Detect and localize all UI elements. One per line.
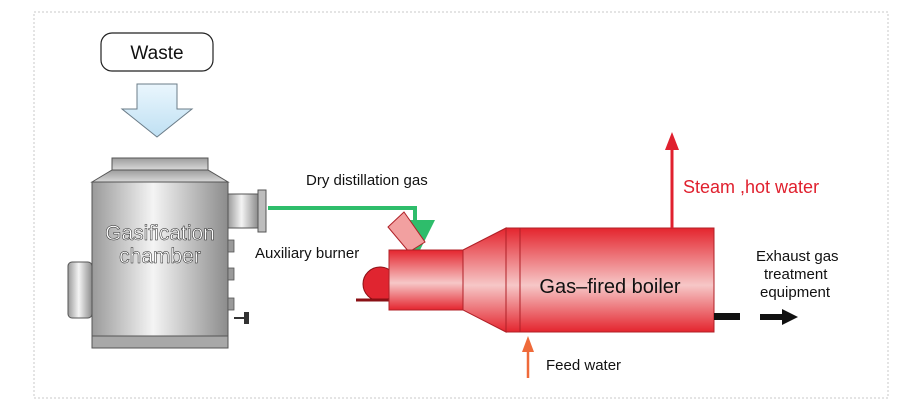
gasification-label-line2: chamber — [119, 245, 201, 268]
feed-water-arrow — [522, 336, 534, 378]
exhaust-pipe — [714, 313, 740, 320]
auxiliary-burner — [356, 211, 464, 311]
waste-inlet-arrow — [120, 83, 194, 138]
gas-fired-boiler: Gas–fired boiler — [462, 227, 715, 333]
feed-water-label: Feed water — [546, 357, 621, 374]
steam-label: Steam ,hot water — [683, 177, 819, 197]
gasification-label-line1: Gasification — [105, 222, 215, 245]
boiler-label: Gas–fired boiler — [539, 276, 681, 298]
exhaust-label-line2: treatment — [764, 266, 828, 283]
waste-box: Waste — [100, 32, 214, 72]
exhaust-label-line1: Exhaust gas — [756, 248, 839, 265]
exhaust-arrow — [760, 309, 798, 325]
gasification-chamber: Gasification chamber — [67, 157, 267, 349]
steam-arrow — [665, 132, 679, 228]
aux-burner-label: Auxiliary burner — [255, 245, 359, 262]
waste-label: Waste — [130, 43, 183, 64]
exhaust-label-line3: equipment — [760, 284, 831, 301]
dry-gas-label: Dry distillation gas — [306, 172, 428, 189]
